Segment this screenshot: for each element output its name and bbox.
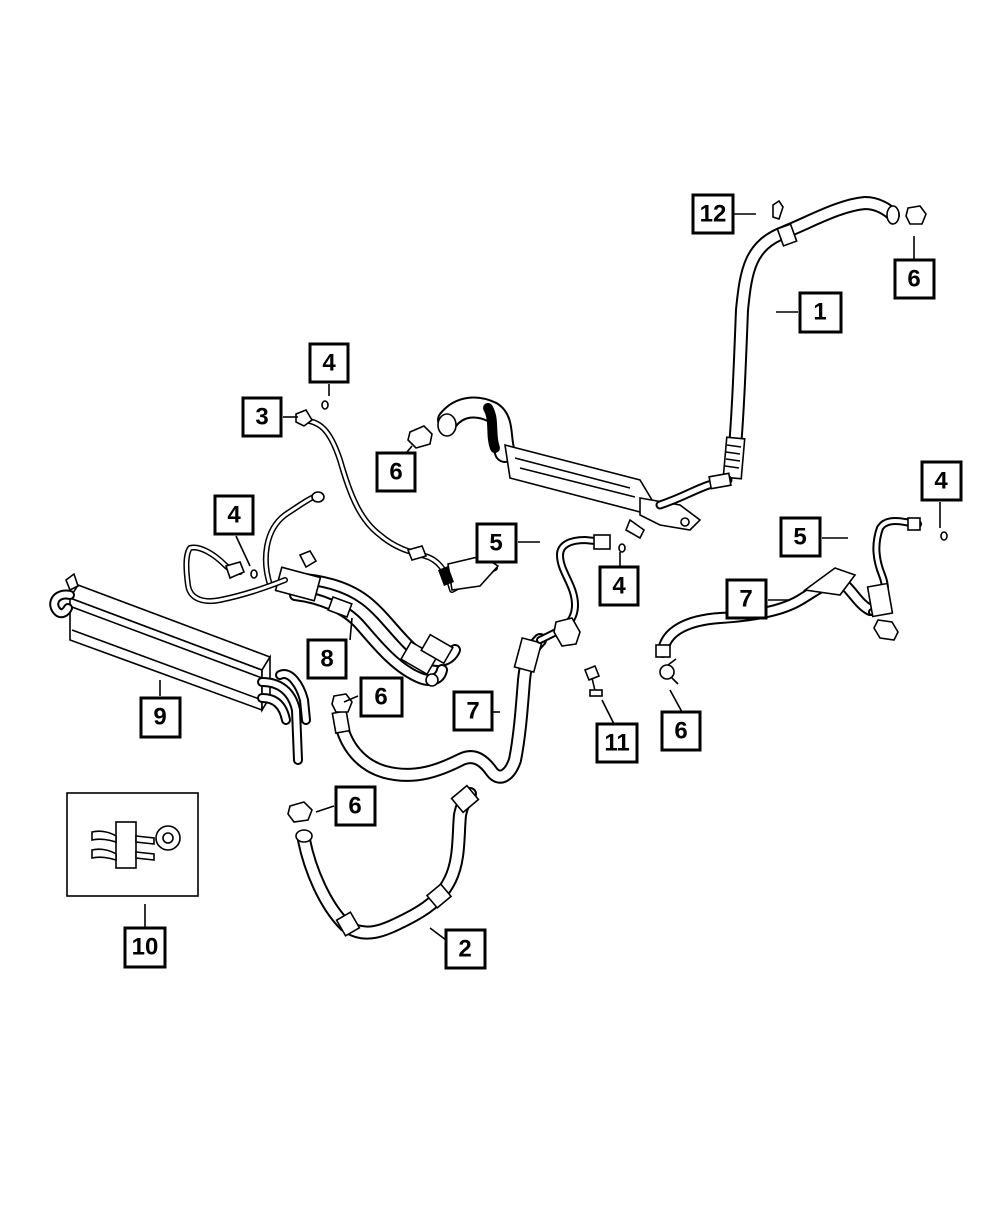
svg-text:6: 6: [674, 718, 687, 745]
callout-4-right: 4: [920, 460, 963, 502]
svg-text:1: 1: [813, 299, 826, 326]
callout-11: 11: [595, 722, 639, 764]
callout-6-right-lower: 6: [660, 710, 702, 752]
part-2-lower-hose: [295, 784, 480, 940]
svg-text:7: 7: [466, 698, 479, 725]
callout-12: 12: [691, 193, 735, 235]
svg-text:12: 12: [700, 201, 727, 228]
svg-text:2: 2: [458, 936, 471, 963]
callout-4-top: 4: [308, 342, 350, 384]
svg-text:4: 4: [322, 350, 336, 377]
callout-6-middle: 6: [359, 676, 404, 718]
callout-4-left: 4: [213, 494, 255, 536]
svg-text:3: 3: [255, 404, 268, 431]
part-11-bolt: [583, 664, 603, 697]
svg-text:6: 6: [374, 684, 387, 711]
part-7-hose-right: [655, 567, 876, 658]
callout-7-middle: 7: [452, 690, 494, 732]
o-rings: [321, 400, 329, 410]
part-10-inset: [66, 792, 199, 897]
svg-text:6: 6: [389, 459, 402, 486]
svg-text:4: 4: [934, 468, 948, 495]
part-5-line-right: [866, 516, 948, 641]
part-1-pressure-hose: [722, 196, 900, 480]
leader-lines: [144, 213, 941, 941]
svg-text:8: 8: [320, 646, 333, 673]
part-8-cooler-lines: [262, 491, 461, 687]
callout-1: 1: [798, 291, 843, 334]
part-9-oil-cooler: [49, 572, 311, 765]
svg-text:9: 9: [153, 704, 166, 731]
callout-10: 10: [123, 926, 167, 969]
svg-text:7: 7: [739, 586, 752, 613]
callout-6-lower: 6: [334, 785, 377, 827]
callout-7-right: 7: [725, 578, 768, 620]
svg-text:5: 5: [793, 524, 806, 551]
callout-4-middle: 4: [598, 565, 640, 607]
svg-text:5: 5: [489, 530, 502, 557]
clamp-parts: [287, 205, 927, 823]
part-3-line: [295, 409, 500, 593]
part-7-return-hose-middle: [331, 633, 547, 784]
callout-5-right: 5: [779, 516, 822, 558]
svg-text:6: 6: [907, 266, 920, 293]
svg-text:4: 4: [612, 573, 626, 600]
svg-text:11: 11: [604, 730, 629, 757]
callout-6-top-right: 6: [893, 258, 936, 300]
svg-text:4: 4: [227, 502, 241, 529]
part-5-line-middle: [536, 534, 626, 647]
callout-2: 2: [444, 928, 487, 970]
svg-text:6: 6: [348, 793, 361, 820]
callout-9: 9: [139, 696, 182, 739]
part-4-left-tube: [183, 544, 288, 605]
callout-5-middle: 5: [475, 522, 518, 564]
steering-gear-assembly: [437, 396, 733, 540]
callout-3: 3: [241, 396, 283, 438]
callout-6-upper-middle: 6: [375, 451, 417, 493]
callout-8: 8: [306, 638, 348, 680]
svg-text:10: 10: [132, 934, 159, 961]
